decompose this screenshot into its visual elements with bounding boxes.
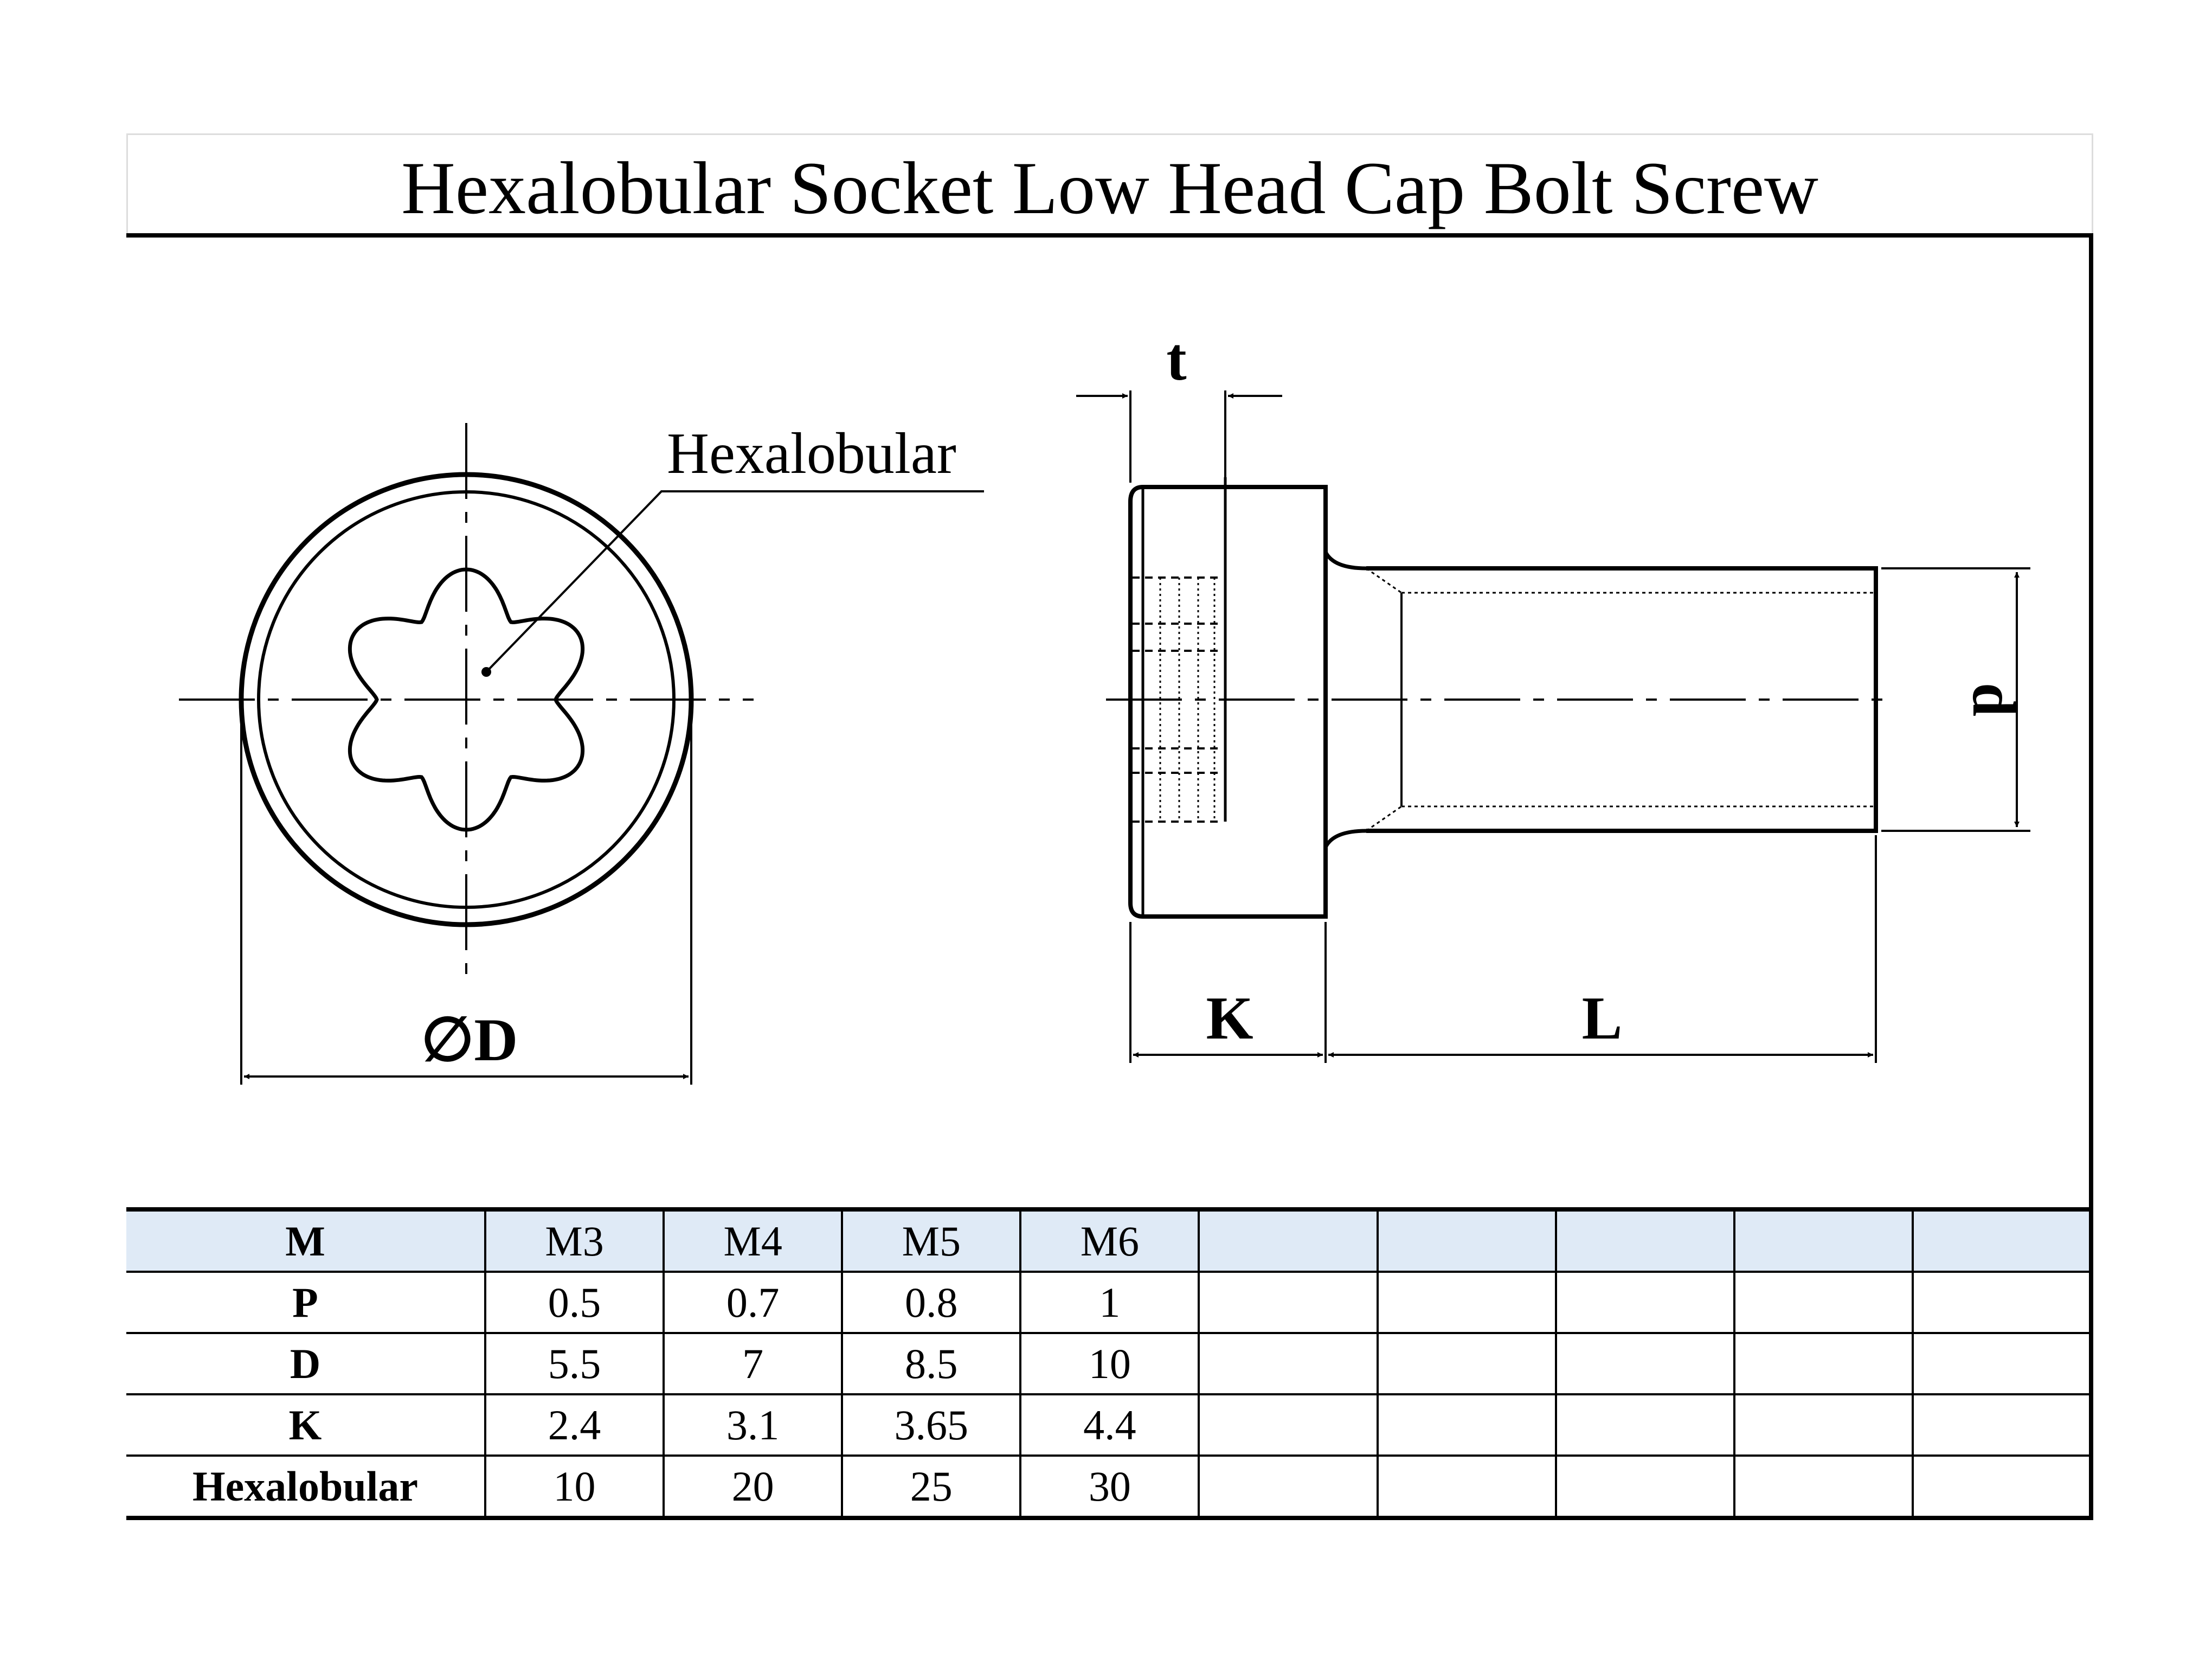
- table-cell: M3: [484, 1207, 665, 1273]
- row-label-cell: D: [126, 1332, 486, 1395]
- table-cell: 4.4: [1019, 1393, 1200, 1457]
- table-cell: [1376, 1332, 1557, 1395]
- table-cell: [1198, 1207, 1379, 1273]
- table-cell: [1554, 1271, 1735, 1334]
- head-outer-circle: [239, 472, 694, 927]
- callout-leader: [485, 490, 984, 673]
- row-label-cell: P: [126, 1271, 486, 1334]
- row-label-cell: M: [126, 1207, 486, 1273]
- table-cell: [1733, 1393, 1914, 1457]
- table-cell: [1911, 1393, 2094, 1457]
- table-cell: 3.1: [663, 1393, 844, 1457]
- table-cell: M5: [841, 1207, 1022, 1273]
- table-cell: 0.8: [841, 1271, 1022, 1334]
- table-cell: [1376, 1393, 1557, 1457]
- table-cell: [1554, 1332, 1735, 1395]
- table-cell: [1376, 1454, 1557, 1520]
- table-cell: [1198, 1332, 1379, 1395]
- callout-label: Hexalobular: [667, 421, 956, 486]
- table-cell: 10: [484, 1454, 665, 1520]
- table-cell: [1376, 1207, 1557, 1273]
- table-cell: [1376, 1271, 1557, 1334]
- table-cell: 5.5: [484, 1332, 665, 1395]
- table-cell: [1733, 1271, 1914, 1334]
- table-cell: [1733, 1454, 1914, 1520]
- callout-dot: [481, 667, 491, 677]
- table-cell: M6: [1019, 1207, 1200, 1273]
- table-cell: [1733, 1332, 1914, 1395]
- d-dimension-label: d: [1960, 683, 2027, 716]
- socket-hidden-lines: [1132, 576, 1223, 823]
- table-cell: [1554, 1393, 1735, 1457]
- table-cell: [1911, 1207, 2094, 1273]
- title-frame: [126, 133, 2093, 235]
- hexalobular-socket-outline: [348, 567, 585, 832]
- row-label-cell: Hexalobular: [126, 1454, 486, 1520]
- table-cell: [1554, 1207, 1735, 1273]
- table-cell: 1: [1019, 1271, 1200, 1334]
- table-cell: 8.5: [841, 1332, 1022, 1395]
- t-dimension-label: t: [1166, 326, 1186, 393]
- table-cell: [1198, 1454, 1379, 1520]
- table-cell: [1911, 1454, 2094, 1520]
- table-cell: 10: [1019, 1332, 1200, 1395]
- table-cell: 25: [841, 1454, 1022, 1520]
- table-cell: 2.4: [484, 1393, 665, 1457]
- table-cell: 0.5: [484, 1271, 665, 1334]
- row-label-cell: K: [126, 1393, 486, 1457]
- table-cell: 3.65: [841, 1393, 1022, 1457]
- table-cell: 0.7: [663, 1271, 844, 1334]
- side-view: t K L d: [1076, 326, 2030, 1063]
- title-rule: [126, 233, 2093, 238]
- table-cell: 7: [663, 1332, 844, 1395]
- table-cell: [1554, 1454, 1735, 1520]
- dia-dimension-label: ∅D: [421, 1007, 518, 1074]
- table-cell: [1911, 1271, 2094, 1334]
- table-cell: [1198, 1393, 1379, 1457]
- front-view: Hexalobular ∅D: [179, 421, 984, 1085]
- k-dimension-label: K: [1206, 985, 1253, 1052]
- l-dimension-label: L: [1582, 985, 1623, 1052]
- table-cell: M4: [663, 1207, 844, 1273]
- head-outline: [1128, 485, 1328, 919]
- table-cell: [1733, 1207, 1914, 1273]
- page-title: Hexalobular Socket Low Head Cap Bolt Scr…: [401, 146, 1818, 229]
- drawing-frame: [126, 238, 2093, 1209]
- shank-outline: [1366, 566, 1878, 833]
- thread-minor-lines: [1366, 567, 1876, 832]
- under-head-fillet: [1323, 551, 1367, 848]
- table-cell: [1911, 1332, 2094, 1395]
- head-inner-circle: [257, 490, 676, 909]
- table-cell: 20: [663, 1454, 844, 1520]
- table-cell: [1198, 1271, 1379, 1334]
- table-cell: 30: [1019, 1454, 1200, 1520]
